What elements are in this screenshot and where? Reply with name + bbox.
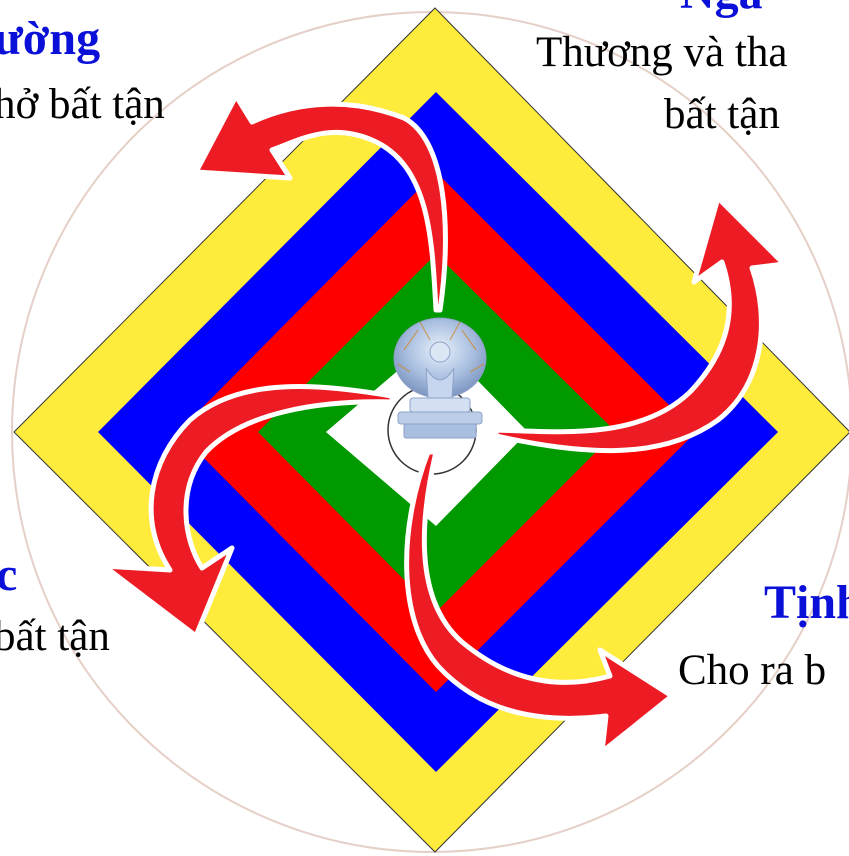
bottom-right-line1: Cho ra b xyxy=(678,647,826,694)
bottom-left-line1: bất tận xyxy=(0,613,110,660)
arrow-bottom-right xyxy=(404,449,675,755)
bottom-right-title: Tịnh xyxy=(764,576,849,629)
top-left-title: ường xyxy=(0,12,100,65)
top-right-title: Ngã xyxy=(680,0,763,19)
top-right-line1: Thương và tha xyxy=(536,29,787,76)
top-right-line2: bất tận xyxy=(664,91,780,138)
top-left-line1: hở bất tận xyxy=(0,81,165,128)
statue-icon xyxy=(393,317,487,439)
bottom-left-title: c xyxy=(0,548,17,601)
arrow-top-right xyxy=(493,195,787,454)
arrow-top-left xyxy=(193,93,448,313)
arrow-bottom-left xyxy=(101,384,395,639)
arrows xyxy=(101,93,787,755)
